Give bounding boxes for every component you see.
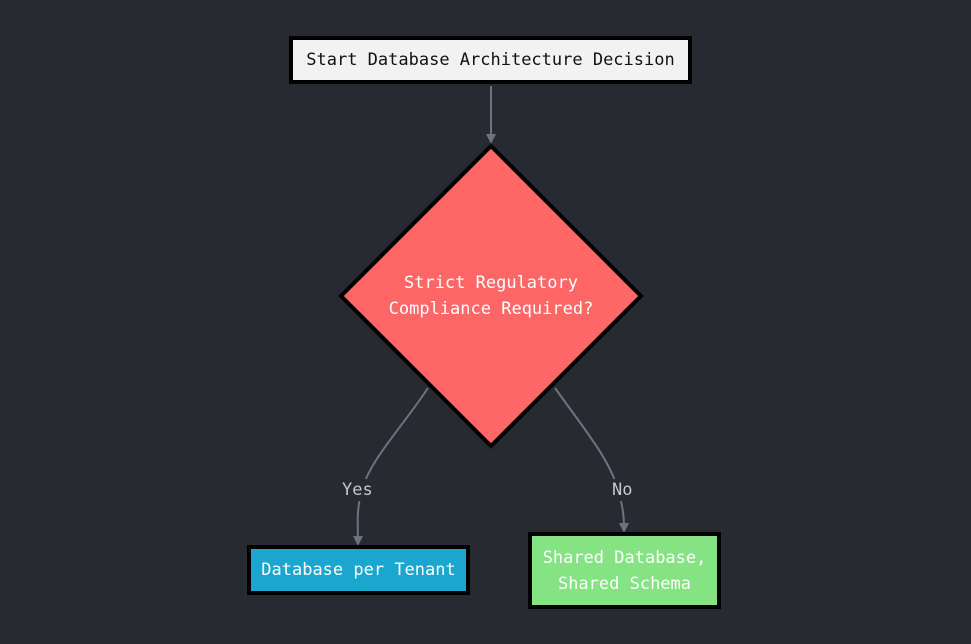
outcome-node-shared-database: Shared Database, Shared Schema	[528, 532, 721, 609]
start-node: Start Database Architecture Decision	[289, 36, 692, 84]
decision-node-label: Strict Regulatory Compliance Required?	[388, 273, 594, 319]
edge-label-no: No	[611, 479, 634, 501]
edge-decision-to-yes	[352, 387, 429, 546]
edge-label-yes: Yes	[341, 479, 374, 501]
outcome-node-database-per-tenant: Database per Tenant	[247, 545, 470, 595]
decision-diamond	[338, 143, 644, 449]
edge-decision-to-no	[554, 387, 629, 533]
